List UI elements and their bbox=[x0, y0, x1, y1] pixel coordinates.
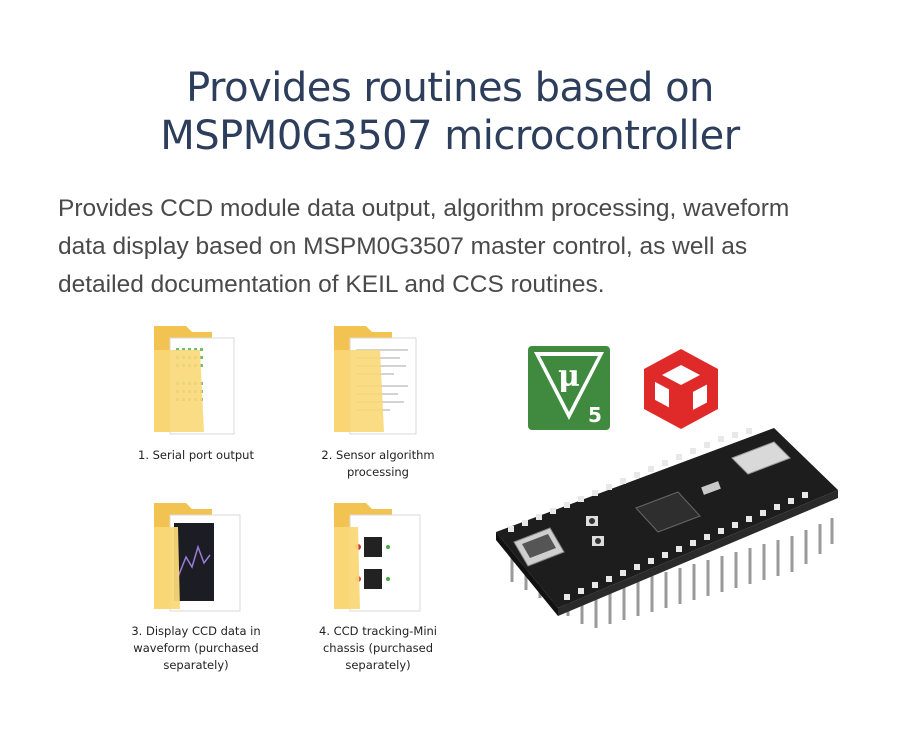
ccs-cube-logo bbox=[642, 347, 720, 431]
folder-icon bbox=[334, 503, 421, 612]
folder-serial-port-output[interactable] bbox=[150, 320, 246, 440]
keil-mu-symbol: μ bbox=[558, 359, 580, 394]
board-illustration bbox=[496, 428, 838, 628]
folder-display-ccd-waveform[interactable] bbox=[150, 497, 246, 617]
description: Provides CCD module data output, algorit… bbox=[58, 190, 858, 304]
description-line-2: data display based on MSPM0G3507 master … bbox=[58, 233, 748, 260]
caption-line: 1. Serial port output bbox=[138, 448, 254, 462]
folder-icon bbox=[334, 326, 417, 435]
caption-line: 2. Sensor algorithm bbox=[321, 448, 435, 462]
folder-icon bbox=[154, 326, 235, 435]
mspm0g3507-board-image bbox=[492, 424, 842, 644]
description-line-3: detailed documentation of KEIL and CCS r… bbox=[58, 271, 605, 298]
caption-line: processing bbox=[347, 465, 409, 479]
caption-line: 3. Display CCD data in bbox=[131, 624, 261, 638]
title-line-2: MSPM0G3507 microcontroller bbox=[160, 113, 740, 159]
folder-sensor-algorithm[interactable] bbox=[330, 320, 426, 440]
folder-caption-3: 3. Display CCD data in waveform (purchas… bbox=[120, 623, 272, 674]
keil-version-number: 5 bbox=[588, 403, 602, 427]
page-title: Provides routines based on MSPM0G3507 mi… bbox=[0, 64, 900, 160]
caption-line: separately) bbox=[163, 658, 229, 672]
title-line-1: Provides routines based on bbox=[186, 65, 714, 111]
cube-icon bbox=[644, 349, 718, 429]
keil-logo-icon: μ 5 bbox=[528, 346, 610, 430]
folder-ccd-tracking-chassis[interactable] bbox=[330, 497, 426, 617]
caption-line: waveform (purchased bbox=[133, 641, 259, 655]
keil-uvision5-logo: μ 5 bbox=[528, 346, 610, 430]
description-line-1: Provides CCD module data output, algorit… bbox=[58, 195, 790, 222]
caption-line: 4. CCD tracking-Mini bbox=[319, 624, 437, 638]
caption-line: chassis (purchased bbox=[322, 641, 434, 655]
caption-line: separately) bbox=[345, 658, 411, 672]
folder-caption-1: 1. Serial port output bbox=[120, 447, 272, 464]
folder-caption-4: 4. CCD tracking-Mini chassis (purchased … bbox=[302, 623, 454, 674]
folder-icon bbox=[154, 503, 241, 612]
folder-caption-2: 2. Sensor algorithm processing bbox=[302, 447, 454, 481]
